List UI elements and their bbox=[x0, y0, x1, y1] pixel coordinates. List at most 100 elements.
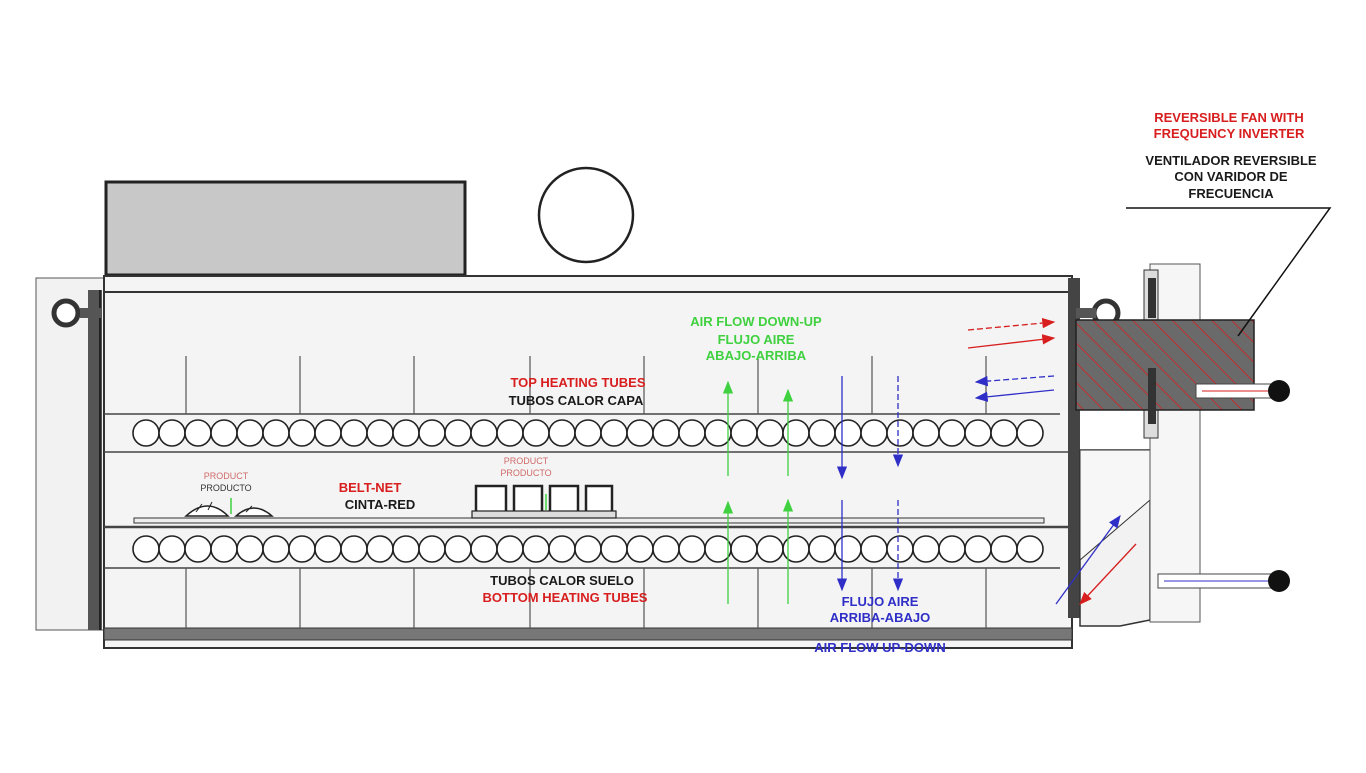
heating-tube bbox=[990, 535, 1018, 563]
lifting-eye-right bbox=[1076, 298, 1121, 328]
heating-tube bbox=[548, 535, 576, 563]
bottom-tubes-label-en: BOTTOM HEATING TUBES bbox=[482, 590, 648, 605]
bottom-heating-tubes bbox=[132, 535, 1044, 563]
heating-tube bbox=[470, 419, 498, 447]
heating-tube bbox=[522, 535, 550, 563]
heating-tube bbox=[340, 535, 368, 563]
fan-label-es: VENTILADOR REVERSIBLE CON VARIDOR DE FRE… bbox=[1145, 153, 1317, 201]
belt-label-es: CINTA-RED bbox=[344, 497, 416, 512]
oven-body bbox=[103, 275, 1073, 649]
heating-tube bbox=[652, 535, 680, 563]
heating-tube bbox=[496, 535, 524, 563]
heating-tube bbox=[236, 535, 264, 563]
heating-tube bbox=[730, 535, 758, 563]
heating-tube bbox=[782, 419, 810, 447]
product-boxes bbox=[471, 484, 617, 519]
heating-tube bbox=[938, 419, 966, 447]
heating-tube bbox=[626, 535, 654, 563]
belt-net bbox=[133, 517, 1045, 524]
heating-tube bbox=[184, 535, 212, 563]
belt-label-en: BELT-NET bbox=[338, 480, 402, 495]
heating-tube bbox=[314, 419, 342, 447]
heating-tube bbox=[314, 535, 342, 563]
top-supports bbox=[185, 356, 987, 414]
heating-tube bbox=[392, 535, 420, 563]
heating-tube bbox=[834, 419, 862, 447]
heating-tube bbox=[496, 419, 524, 447]
heating-tube bbox=[184, 419, 212, 447]
heating-tube bbox=[964, 535, 992, 563]
heating-tube bbox=[574, 535, 602, 563]
top-control-box bbox=[104, 180, 467, 277]
heating-tube bbox=[470, 535, 498, 563]
bottom-tubes-label-es: TUBOS CALOR SUELO bbox=[490, 573, 634, 588]
heating-tube bbox=[808, 419, 836, 447]
bottom-supports bbox=[185, 568, 987, 628]
heating-tube bbox=[262, 419, 290, 447]
heating-tube bbox=[236, 419, 264, 447]
heating-tube bbox=[158, 419, 186, 447]
heating-tube bbox=[418, 535, 446, 563]
heating-tube bbox=[600, 419, 628, 447]
heating-tube bbox=[964, 419, 992, 447]
heating-tube bbox=[210, 535, 238, 563]
heating-tube bbox=[600, 535, 628, 563]
heating-tube bbox=[366, 535, 394, 563]
heating-tube bbox=[782, 535, 810, 563]
top-exhaust-circle bbox=[537, 166, 635, 264]
heating-tube bbox=[912, 535, 940, 563]
heating-tube bbox=[444, 419, 472, 447]
heating-tube bbox=[418, 419, 446, 447]
heating-tube bbox=[990, 419, 1018, 447]
heating-tube bbox=[392, 419, 420, 447]
heating-tube bbox=[886, 535, 914, 563]
heating-tube bbox=[938, 535, 966, 563]
heating-tube bbox=[158, 535, 186, 563]
product-label-en-2: PRODUCT bbox=[503, 456, 549, 466]
adjust-knob-bottom bbox=[1157, 570, 1290, 592]
heating-tube bbox=[548, 419, 576, 447]
heating-tube bbox=[678, 535, 706, 563]
airflow-up-down-en: AIR FLOW UP-DOWN bbox=[814, 640, 946, 655]
airflow-up-down-es: FLUJO AIRE ARRIBA-ABAJO bbox=[829, 594, 931, 626]
heating-tube bbox=[340, 419, 368, 447]
left-frame bbox=[88, 290, 102, 630]
heating-tube bbox=[288, 535, 316, 563]
heating-tube bbox=[886, 419, 914, 447]
product-label-es-2: PRODUCTO bbox=[500, 468, 552, 478]
heating-tube bbox=[132, 535, 160, 563]
heating-tube bbox=[756, 419, 784, 447]
heating-tube bbox=[808, 535, 836, 563]
product-label-es-1: PRODUCTO bbox=[200, 483, 252, 493]
heating-tube bbox=[912, 419, 940, 447]
fan-label-en: REVERSIBLE FAN WITH FREQUENCY INVERTER bbox=[1153, 110, 1305, 142]
heating-tube bbox=[626, 419, 654, 447]
fan-leader-line bbox=[1126, 207, 1332, 337]
heating-tube bbox=[860, 535, 888, 563]
airflow-down-up-es: FLUJO AIRE ABAJO-ARRIBA bbox=[705, 332, 807, 364]
heating-tube bbox=[834, 535, 862, 563]
heating-tube bbox=[860, 419, 888, 447]
heating-tube bbox=[288, 419, 316, 447]
bottom-base bbox=[103, 627, 1073, 641]
heating-tube bbox=[444, 535, 472, 563]
top-heating-tubes bbox=[132, 419, 1044, 447]
airflow-down-up-en: AIR FLOW DOWN-UP bbox=[690, 314, 822, 329]
heating-tube bbox=[678, 419, 706, 447]
heating-tube bbox=[366, 419, 394, 447]
top-tubes-label-en: TOP HEATING TUBES bbox=[510, 375, 646, 390]
adjust-knob-top bbox=[1195, 380, 1290, 402]
heating-tube bbox=[704, 419, 732, 447]
heating-tube bbox=[132, 419, 160, 447]
heating-tube bbox=[704, 535, 732, 563]
heating-tube bbox=[210, 419, 238, 447]
heating-tube bbox=[1016, 535, 1044, 563]
top-tubes-label-es: TUBOS CALOR CAPA bbox=[508, 393, 644, 408]
heating-tube bbox=[522, 419, 550, 447]
lifting-eye-left bbox=[51, 298, 102, 328]
heating-tube bbox=[756, 535, 784, 563]
product-dome bbox=[234, 507, 274, 517]
heating-tube bbox=[262, 535, 290, 563]
